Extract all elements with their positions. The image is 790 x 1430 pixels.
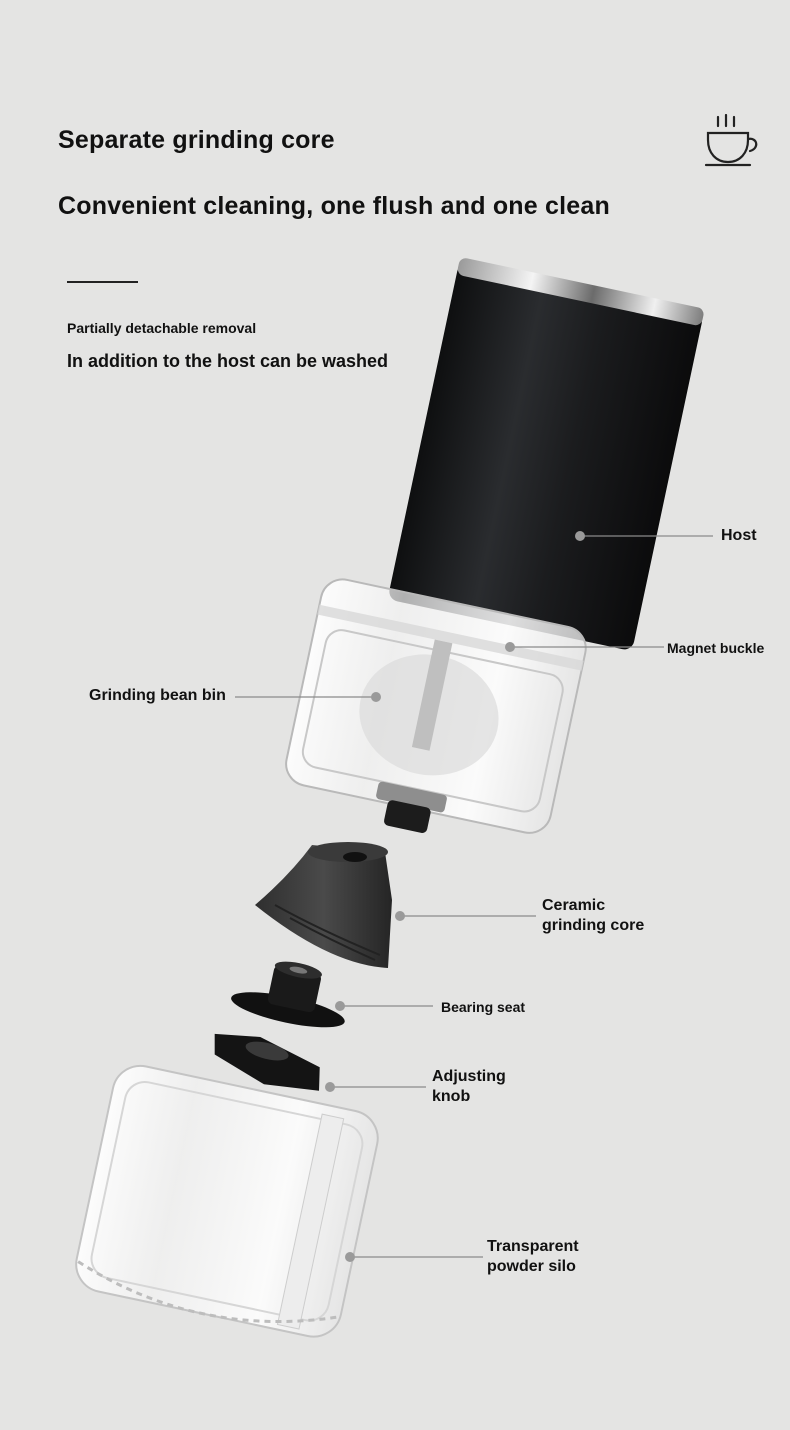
leader-lines xyxy=(235,535,713,1258)
label-ceramic-core: Ceramic grinding core xyxy=(542,896,644,936)
bearing-seat-part xyxy=(231,961,345,1028)
page-subtitle: Convenient cleaning, one flush and one c… xyxy=(58,192,610,220)
coffee-cup-icon xyxy=(704,114,758,167)
label-adjusting-knob-line2: knob xyxy=(432,1088,471,1105)
feature-description: In addition to the host can be washed xyxy=(67,351,389,371)
ceramic-core-part xyxy=(255,842,392,968)
page-title: Separate grinding core xyxy=(58,126,335,154)
label-powder-silo: Transparent powder silo xyxy=(487,1237,579,1277)
label-magnet-buckle: Magnet buckle xyxy=(667,640,765,656)
label-adjusting-knob-line1: Adjusting xyxy=(432,1068,506,1085)
label-grinding-bean-bin: Grinding bean bin xyxy=(89,687,226,704)
label-ceramic-core-line2: grinding core xyxy=(542,917,645,934)
feature-caption: Partially detachable removal xyxy=(67,320,257,336)
divider xyxy=(67,281,138,283)
leader-dots xyxy=(325,531,585,1262)
label-powder-silo-line2: powder silo xyxy=(487,1258,576,1275)
powder-silo-part xyxy=(75,1064,379,1338)
label-ceramic-core-line1: Ceramic xyxy=(542,897,606,914)
label-bearing-seat: Bearing seat xyxy=(441,999,526,1015)
host-part xyxy=(389,258,704,650)
label-adjusting-knob: Adjusting knob xyxy=(432,1067,506,1107)
label-powder-silo-line1: Transparent xyxy=(487,1238,579,1255)
adjusting-knob-part xyxy=(214,1033,320,1091)
label-host: Host xyxy=(721,527,757,544)
